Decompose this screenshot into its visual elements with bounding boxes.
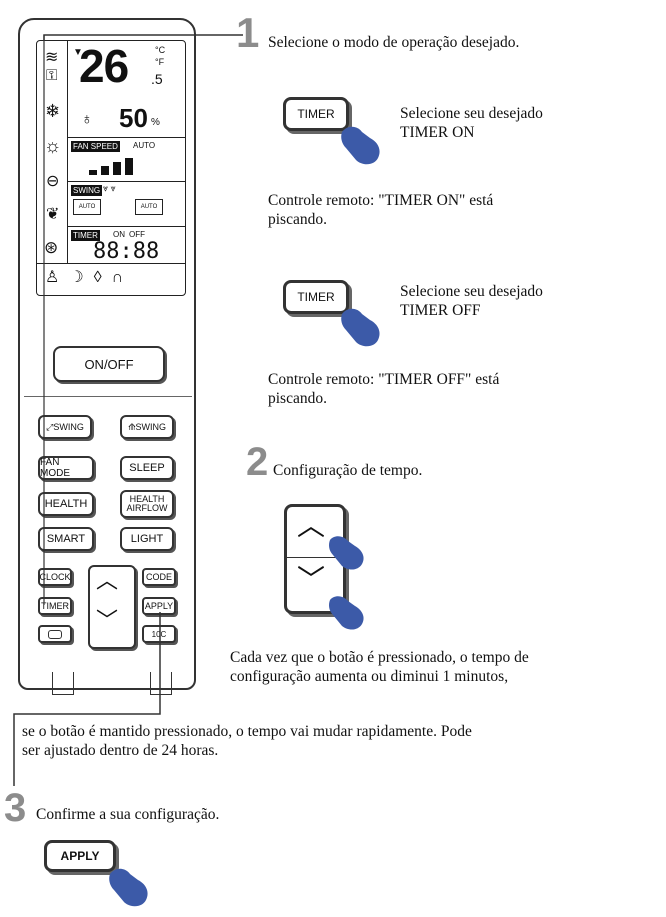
timer-button[interactable]: TIMER xyxy=(38,597,72,615)
clock-display: 88:88 xyxy=(93,239,160,264)
lcd-divider-1 xyxy=(67,137,185,138)
eco-leaf-icon: ❦ xyxy=(46,206,60,223)
smart-button[interactable]: SMART xyxy=(38,527,94,551)
fan-auto-label: AUTO xyxy=(133,141,156,150)
ten-c-button[interactable]: 10C xyxy=(142,625,176,643)
up-down-rocker[interactable] xyxy=(88,565,136,649)
step-2-number: 2 xyxy=(246,440,269,484)
heat-mode-icon: ☼ xyxy=(44,136,62,157)
wifi-icon: ≋ xyxy=(45,49,59,66)
pressing-hand-icon xyxy=(109,868,148,907)
up-arrow-icon[interactable]: ︿ xyxy=(96,568,119,593)
humidity-display: 50 xyxy=(119,103,148,133)
swing-tag: SWING xyxy=(71,185,103,196)
pressing-hand-icon xyxy=(329,596,364,630)
down-arrow-icon[interactable]: ﹀ xyxy=(96,608,119,633)
swing-horizontal-button[interactable]: ⟰ SWING xyxy=(120,415,174,439)
timer-on-instruction: Selecione seu desejado TIMER ON xyxy=(400,105,543,141)
sleep-button[interactable]: SLEEP xyxy=(120,456,174,480)
vane-box-left: AUTO xyxy=(73,199,101,215)
step-2-description: Cada vez que o botão é pressionado, o te… xyxy=(230,649,529,685)
up-arrow-icon: ︿ xyxy=(297,510,326,541)
fan-speed-bars xyxy=(89,155,159,177)
pressing-hand-icon xyxy=(341,126,380,165)
apply-button[interactable]: APPLY xyxy=(142,597,176,615)
timer-key-illustration-1: TIMER xyxy=(283,97,349,131)
lcd-divider-2 xyxy=(67,181,185,182)
remote-bottom-tab-right xyxy=(150,672,172,695)
lcd-bottom-icons: ♙☽◊∩ xyxy=(45,269,134,286)
timer-on-status: Controle remoto: "TIMER ON" está piscand… xyxy=(268,192,494,228)
timer-tag: TIMER xyxy=(71,230,100,241)
step-3-number: 3 xyxy=(4,786,27,830)
lcd-left-divider xyxy=(67,41,68,263)
unit-celsius: °C xyxy=(155,45,166,55)
dry-mode-icon: ⊖ xyxy=(46,173,60,190)
light-button[interactable]: LIGHT xyxy=(120,527,174,551)
remote-bottom-tab-left xyxy=(52,672,74,695)
timer-off-label: OFF xyxy=(129,230,145,239)
timer-on-label: ON xyxy=(113,230,125,239)
vane-box-right: AUTO xyxy=(135,199,163,215)
swing-v-icon: ⤢ xyxy=(46,421,54,432)
unit-fahrenheit: °F xyxy=(155,57,165,67)
step-2-text: Configuração de tempo. xyxy=(273,462,423,479)
fan-mode-button[interactable]: FAN MODE xyxy=(38,456,94,480)
on-off-button[interactable]: ON/OFF xyxy=(53,346,165,382)
humidity-icon: ♁ xyxy=(81,111,93,128)
lcd-divider-4 xyxy=(37,263,185,264)
lock-icon: ⚿ xyxy=(46,67,58,84)
lcd-display: ≋ ⚿ ❄ ☼ ⊖ ❦ ⊛ ▼ 26 °C °F .5 ♁ 50 % FAN S… xyxy=(36,40,186,296)
pressing-hand-icon xyxy=(329,536,364,570)
swing-h-icon: ⟰ xyxy=(127,421,136,432)
fan-mode-icon: ⊛ xyxy=(44,238,59,257)
fan-speed-tag: FAN SPEED xyxy=(71,141,120,152)
health-button[interactable]: HEALTH xyxy=(38,492,94,516)
signal-icon: ▼ xyxy=(73,47,83,58)
timer-off-instruction: Selecione seu desejado TIMER OFF xyxy=(400,283,543,319)
timer-off-status: Controle remoto: "TIMER OFF" está piscan… xyxy=(268,371,500,407)
step-1-text: Selecione o modo de operação desejado. xyxy=(268,34,520,51)
swing-vertical-button[interactable]: ⤢ SWING xyxy=(38,415,92,439)
lock-button[interactable] xyxy=(38,625,72,643)
temperature-decimal: .5 xyxy=(151,71,163,87)
step-3-text: Confirme a sua configuração. xyxy=(36,806,220,823)
cool-mode-icon: ❄ xyxy=(45,101,61,121)
clock-button[interactable]: CLOCK xyxy=(38,568,72,586)
step-2-continuation: se o botão é mantido pressionado, o temp… xyxy=(22,723,472,759)
lcd-divider-3 xyxy=(67,226,185,227)
humidity-unit: % xyxy=(151,117,160,128)
rounded-rect-icon xyxy=(48,629,62,639)
step-1-number: 1 xyxy=(236,9,260,56)
swing-fan-icon: ⩔ ⩔ xyxy=(103,183,116,193)
pressing-hand-icon xyxy=(341,308,380,347)
down-arrow-icon: ﹀ xyxy=(297,564,326,595)
keypad-divider xyxy=(24,396,192,397)
code-button[interactable]: CODE xyxy=(142,568,176,586)
health-airflow-button[interactable]: HEALTH AIRFLOW xyxy=(120,490,174,518)
timer-key-illustration-2: TIMER xyxy=(283,280,349,314)
apply-key-illustration: APPLY xyxy=(44,840,116,872)
temperature-display: 26 xyxy=(79,40,129,92)
key-illustration-divider xyxy=(287,557,340,558)
